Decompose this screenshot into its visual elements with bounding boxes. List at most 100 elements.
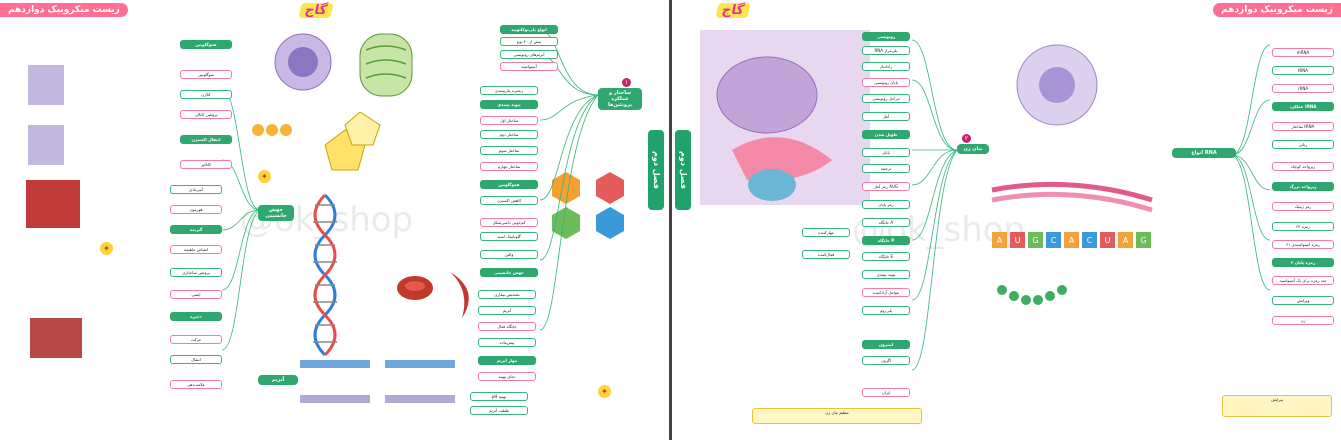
left-illustrations [26,29,624,403]
left-note-17: آنزیم [478,306,536,315]
codon-base [1046,232,1061,248]
left-page-header: زیست میکروبیک دوازدهم [0,3,128,17]
left-left-note-10: پروتئین ساختاری [170,268,222,277]
codon-base [1118,232,1133,248]
left-note-6: ساختار اول [480,116,538,125]
right-note-7: پایان [862,148,910,157]
left-note-22: pH بهینه [470,392,528,401]
right-note-12: جایگاه P [862,236,910,245]
left-note-4: زنجیره پلی‌پپتیدی [480,86,538,95]
left-center-topic: ساختار و عملکرد پروتئین‌ها [598,88,642,110]
right-note-18: اینترون [862,340,910,349]
right-right-note-11: ۶۱ رمزه آمینواسیدی [1272,240,1334,249]
left-sub-center: جهش جانشینی [258,205,294,221]
left-note-0: انواع پلی‌نوکلئوتید [500,25,558,34]
codon-base [1010,232,1025,248]
right-right-note-4: عملکرد tRNA [1272,102,1334,111]
right-right-note-6: رناتن [1272,140,1334,149]
right-right-note-12: ۳ رمزه پایان [1272,258,1334,267]
tip-bulb-icon-3: ✦ [100,242,113,255]
right-center-topic-2: انواع RNA [1172,148,1236,158]
left-note-9: ساختار چهارم [480,162,538,171]
right-page: زیست میکروبیک دوازدهم گاج @ok_shop فصل د… [672,0,1341,440]
right-note-14: پیوند پپتیدی [862,270,910,279]
right-note-8: ترجمه [862,164,910,173]
right-note-1: RNA پلی‌مراز [862,46,910,55]
codon-letter: A [1123,236,1129,245]
left-left-note-14: انتقال [170,355,222,364]
left-note-14: والین [480,250,538,259]
left-note-11: کاهش اکسیژن [480,196,538,205]
tip-bulb-icon: ✦ [598,385,611,398]
codon-base [1136,232,1151,248]
right-note-19: اگزون [862,356,910,365]
codon-base [1064,232,1079,248]
right-right-note-13: چند رمزه برای یک آمینواسید [1272,276,1334,285]
left-note-7: ساختار دوم [480,130,538,139]
left-left-note-8: گیرنده [170,225,222,234]
codon-letter: A [1069,236,1075,245]
right-right-note-8: زیرواحد بزرگ [1272,182,1334,191]
right-center-topic: بیان ژن [957,144,989,154]
right-tip-box-2: تنظیم بیان ژن [752,408,922,424]
left-note-23: غلظت آنزیم [470,406,528,415]
codon-letter: U [1015,236,1021,245]
codon-letter: A [997,236,1003,245]
right-right-note-10: ۶۴ رمزه [1272,222,1334,231]
right-note-3: پایان رونویسی [862,78,910,87]
right-section-badge: ۲ [962,134,971,143]
right-tip-box: پیرایش [1222,395,1332,417]
left-note-12: کم‌خونی داسی‌شکل [480,218,538,227]
left-sub-center-2: آنزیم [258,375,298,385]
codon-base [1082,232,1097,248]
codon-letter: G [1032,236,1038,245]
right-note-0: رونویسی [862,32,910,41]
right-note-11: جایگاه A [862,218,910,227]
right-note-2: راه‌انداز [862,62,910,71]
left-section-badge: ۱ [622,78,631,87]
left-left-note-15: علامت‌دهی [170,380,222,389]
right-note-4: مراحل رونویسی [862,94,910,103]
codon-base [992,232,1007,248]
left-left-note-12: ذخیره [170,312,222,321]
left-left-note-0: هموگلوبین [180,40,232,49]
left-note-2: آنزیم‌های رونویسی [500,50,558,59]
chapter-tab-left: فصل دوم [648,130,664,210]
right-note-15: عوامل آزادکننده [862,288,910,297]
left-note-19: پیش‌ماده [478,338,536,347]
right-right-note-15: ژن [1272,316,1334,325]
right-right-note-1: mRNA [1272,48,1334,57]
right-note-23: فعال‌کننده [802,250,850,259]
codon-letter: C [1087,236,1093,245]
left-note-15: جهش جانشینی [480,268,538,277]
right-note-22: مهارکننده [802,228,850,237]
left-note-3: آمینواسید [500,62,558,71]
left-left-note-13: حرکت [170,335,222,344]
left-note-8: ساختار سوم [480,146,538,155]
left-left-note-1: میوگلوبین [180,70,232,79]
left-left-note-6: آنتی‌بادی [170,185,222,194]
left-note-18: جایگاه فعال [478,322,536,331]
left-page: زیست میکروبیک دوازدهم گاج @ok_shop فصل د… [0,0,669,440]
right-note-13: جایگاه E [862,252,910,261]
left-note-5: پیوند پپتیدی [480,100,538,109]
left-left-note-9: انقباض ماهیچه [170,245,222,254]
right-note-21: اپران [862,388,910,397]
right-right-note-7: زیرواحد کوچک [1272,162,1334,171]
left-note-20: مهار آنزیم [478,356,536,365]
tip-bulb-icon-2: ✦ [258,170,271,183]
codon-base [1028,232,1043,248]
right-note-6: طویل شدن [862,130,910,139]
left-left-note-3: پروتئین کانالی [180,110,232,119]
chapter-tab-right: فصل دوم [675,130,691,210]
codon-letter: G [1140,236,1146,245]
right-right-note-3: rRNA [1272,84,1334,93]
codon-letter: C [1051,236,1057,245]
codon-letter: U [1105,236,1111,245]
left-left-note-7: هورمون [170,205,222,214]
right-note-9: رمز آغاز AUG [862,182,910,191]
right-note-10: رمز پایان [862,200,910,209]
page-gutter [669,0,672,440]
